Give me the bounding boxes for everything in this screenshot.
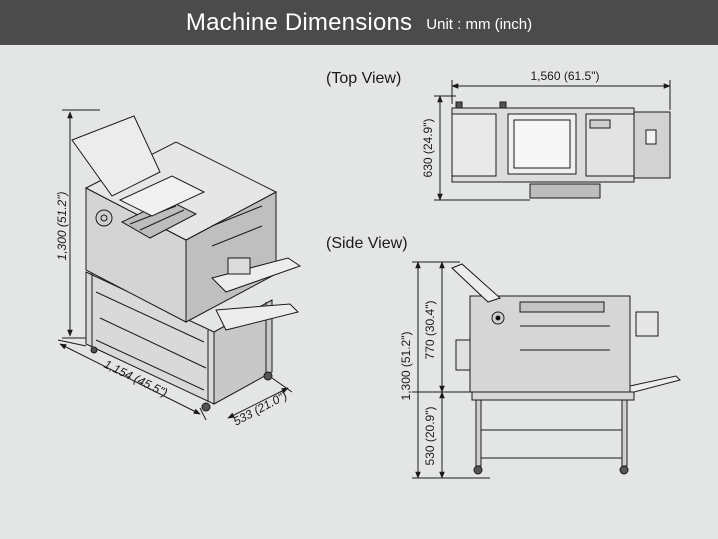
page-title: Machine Dimensions <box>185 8 413 36</box>
header-bar: Machine Dimensions Unit : mm (inch) <box>0 0 718 45</box>
unit-label: Unit : mm (inch) <box>426 16 533 33</box>
side-view-total-height-label: 1,300 (51.2") <box>399 332 413 401</box>
side-view-label: (Side View) <box>326 235 408 252</box>
top-view-width-label: 1,560 (61.5") <box>531 69 600 83</box>
iso-machine-body <box>71 115 302 331</box>
isometric-view <box>57 109 302 421</box>
top-view-drawing <box>451 101 671 199</box>
side-view-drawing <box>451 263 681 475</box>
iso-height-label: 1,300 (51.2") <box>55 192 69 261</box>
iso-depth-label: 533 (21.0") <box>231 388 290 428</box>
top-view-depth-label: 630 (24.9") <box>421 119 435 178</box>
iso-depth-dimension-line <box>227 387 289 419</box>
side-view-upper-height-label: 770 (30.4") <box>423 301 437 360</box>
side-view-stand-height-label: 530 (20.9") <box>423 407 437 466</box>
top-view-dimensions <box>434 80 671 201</box>
side-view-dimensions <box>412 261 490 479</box>
iso-length-dimension-line <box>59 343 201 415</box>
top-view-label: (Top View) <box>326 70 401 87</box>
